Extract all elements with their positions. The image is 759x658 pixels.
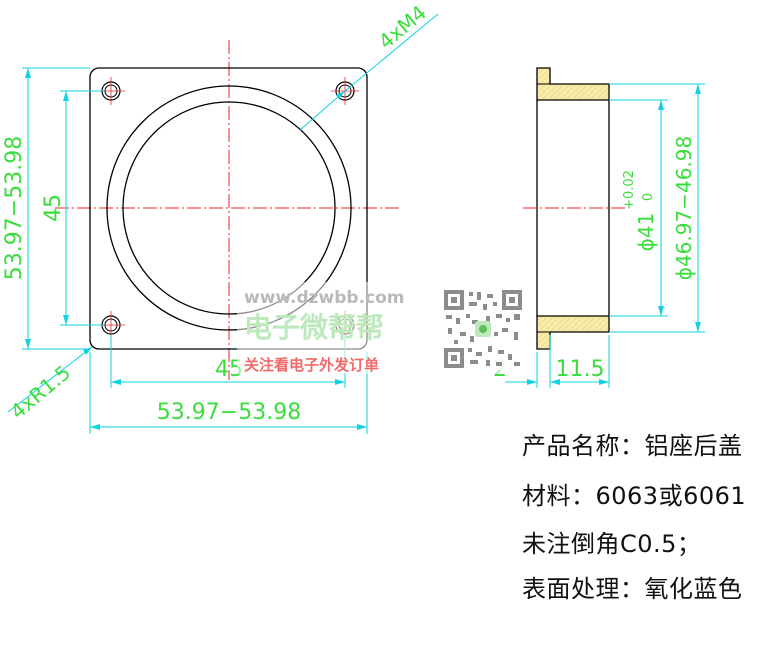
qr-code-icon <box>442 288 524 370</box>
bore-tol-upper-label: +0.02 <box>622 170 637 210</box>
outer-height-label: 53.97−53.98 <box>2 136 27 280</box>
outer-circle <box>106 85 352 331</box>
side-view: ϕ41 +0.02 0 ϕ46.97−46.98 2 11.5 <box>493 67 705 388</box>
body-length-label: 11.5 <box>556 357 605 382</box>
note-surface-treatment: 表面处理：氧化蓝色 <box>522 575 743 603</box>
note-product-name: 产品名称：铝座后盖 <box>522 432 743 460</box>
watermark-subtitle: 关注看电子外发订单 <box>244 356 379 374</box>
front-centerlines <box>55 40 402 380</box>
corner-radius-label: 4xR1.5 <box>6 360 75 424</box>
note-material: 材料：6063或6061 <box>522 482 747 510</box>
note-chamfer: 未注倒角C0.5； <box>522 530 702 558</box>
watermark: www.dzwbb.com 电子微帮帮 关注看电子外发订单 <box>237 282 529 374</box>
hole-pitch-height-label: 45 <box>41 194 66 222</box>
watermark-title: 电子微帮帮 <box>244 311 384 344</box>
watermark-url: www.dzwbb.com <box>244 288 405 308</box>
outer-diameter-label: ϕ46.97−46.98 <box>672 136 696 280</box>
bore-diameter-label: ϕ41 <box>634 213 658 252</box>
bore-tol-lower-label: 0 <box>641 193 656 201</box>
plate-outline <box>89 67 368 350</box>
bore-circle <box>122 101 336 315</box>
side-dimension-lines <box>505 83 705 388</box>
outer-width-label: 53.97−53.98 <box>157 400 301 425</box>
